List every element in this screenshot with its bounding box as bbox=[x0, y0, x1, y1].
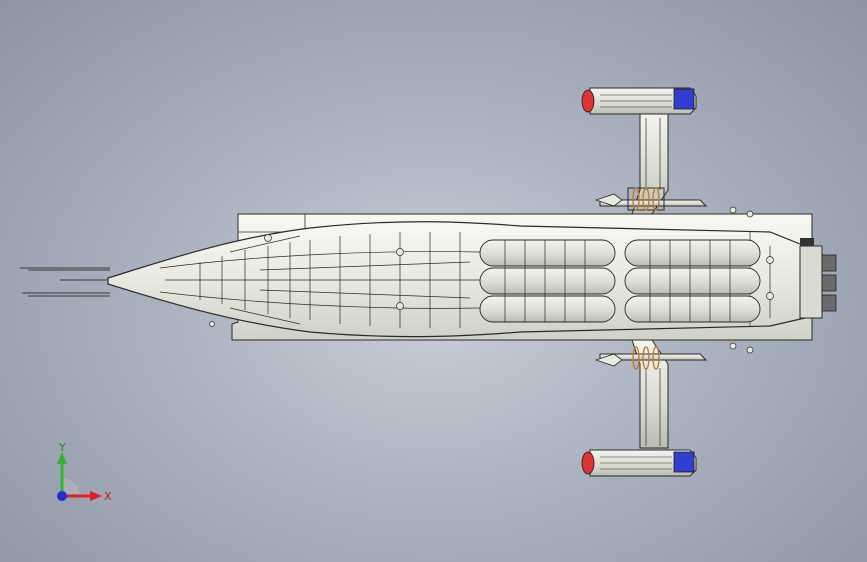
rear-engine-block[interactable] bbox=[799, 238, 837, 319]
missile-pod-segments bbox=[504, 240, 731, 322]
x-axis-label: X bbox=[104, 490, 112, 503]
side-thrusters bbox=[594, 193, 623, 367]
y-axis-arrow-icon bbox=[57, 452, 67, 464]
lower-wing-pylon[interactable] bbox=[599, 339, 708, 449]
lower-wing-pod[interactable] bbox=[581, 449, 697, 477]
z-axis-dot bbox=[57, 491, 67, 501]
hull-bolts bbox=[209, 206, 774, 354]
missile-pods[interactable] bbox=[479, 239, 761, 323]
upper-wing-pylon[interactable] bbox=[599, 111, 708, 215]
y-axis-label: Y bbox=[58, 441, 66, 454]
x-axis-arrow-icon bbox=[90, 491, 102, 501]
nose-antennas bbox=[20, 267, 120, 297]
upper-wing-pod[interactable] bbox=[581, 87, 697, 115]
coordinate-triad: Y X bbox=[57, 441, 112, 503]
